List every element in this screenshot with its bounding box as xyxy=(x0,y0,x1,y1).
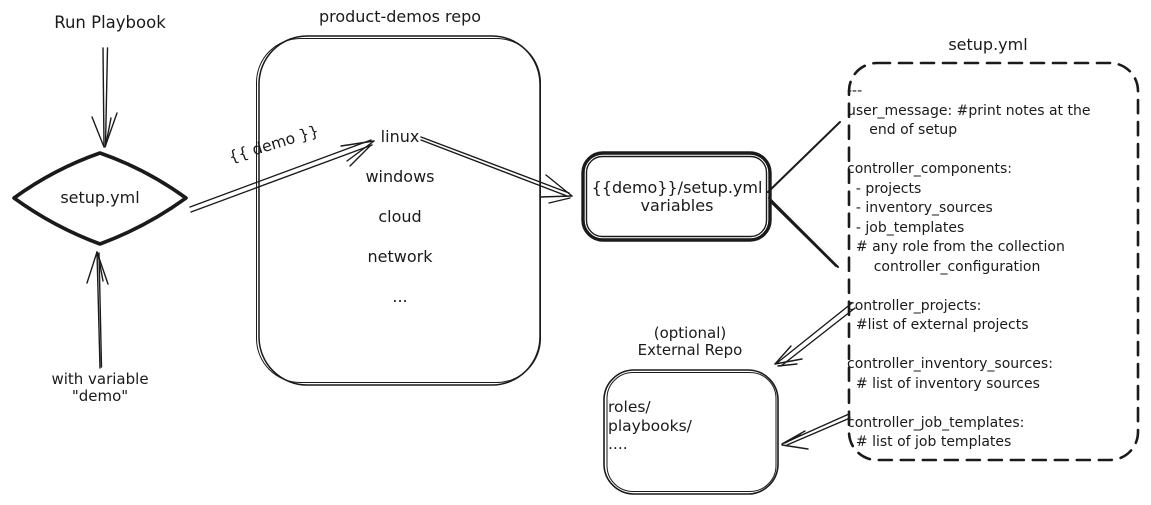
code-line: controller_inventory_sources: xyxy=(847,356,1053,372)
code-line: controller_projects: xyxy=(847,297,982,314)
repo-item-windows: windows xyxy=(365,167,435,186)
variables-box-line1: {{demo}}/setup.yml xyxy=(591,178,763,197)
setup-yml-code-block: --- user_message: #print notes at the en… xyxy=(847,82,1135,453)
with-variable-line1: with variable xyxy=(51,370,149,388)
code-line: - job_templates xyxy=(847,219,965,236)
demo-arrow xyxy=(189,139,375,213)
code-line: controller_components: xyxy=(847,161,1012,177)
external-repo-items: roles/ playbooks/ .... xyxy=(608,398,768,454)
variables-to-setupyml-connector-lower xyxy=(768,197,839,268)
external-repo-item-roles: roles/ xyxy=(608,398,651,416)
code-line: #list of external projects xyxy=(847,317,1029,333)
setupyml-to-external-arrow-lower xyxy=(781,413,851,450)
product-demos-repo-items: linux windows cloud network ... xyxy=(328,117,472,317)
variables-box-label: {{demo}}/setup.yml variables xyxy=(588,178,766,216)
external-repo-item-ellipsis: .... xyxy=(608,435,628,453)
code-line: controller_job_templates: xyxy=(847,414,1025,431)
product-demos-repo-title: product-demos repo xyxy=(318,7,482,26)
run-playbook-arrow xyxy=(91,47,118,148)
code-line: end of setup xyxy=(847,122,958,138)
code-line: - inventory_sources xyxy=(847,200,993,216)
external-repo-shape xyxy=(603,369,779,495)
code-line: controller_configuration xyxy=(847,258,1041,275)
variables-box-shape xyxy=(581,151,772,242)
variables-to-setupyml-connector-upper xyxy=(767,121,841,193)
code-line xyxy=(847,141,1135,161)
product-demos-repo-shape xyxy=(256,35,541,386)
setup-yml-diamond-shape xyxy=(12,151,188,246)
setup-yml-dashed-box-shape xyxy=(847,61,1140,462)
with-variable-arrow xyxy=(86,251,109,369)
code-line xyxy=(847,336,1135,356)
external-repo-title-line1: (optional) xyxy=(653,324,727,342)
with-variable-label: with variable "demo" xyxy=(30,370,170,406)
code-line: # list of inventory sources xyxy=(847,375,1040,392)
repo-item-linux: linux xyxy=(380,127,420,146)
code-line xyxy=(847,394,1135,414)
external-repo-title: (optional) External Repo xyxy=(606,324,774,360)
code-line: --- xyxy=(847,83,863,99)
external-repo-title-line2: External Repo xyxy=(637,341,743,360)
code-line: user_message: #print notes at the xyxy=(847,102,1091,119)
code-line xyxy=(847,277,1135,297)
with-variable-line2: "demo" xyxy=(71,387,129,406)
code-line: # list of job templates xyxy=(847,434,1012,450)
external-repo-item-playbooks: playbooks/ xyxy=(608,416,692,435)
repo-item-network: network xyxy=(367,247,433,266)
setupyml-to-external-arrow-upper xyxy=(774,302,856,367)
run-playbook-label: Run Playbook xyxy=(54,13,166,32)
code-line: # any role from the collection xyxy=(847,239,1065,255)
code-line: - projects xyxy=(847,180,922,197)
setup-yml-box-title: setup.yml xyxy=(948,35,1028,54)
linux-to-variables-arrow xyxy=(420,136,573,204)
repo-item-cloud: cloud xyxy=(378,207,422,226)
repo-item-ellipsis: ... xyxy=(392,287,408,306)
variables-box-line2: variables xyxy=(640,196,714,216)
setup-yml-diamond-label: setup.yml xyxy=(60,188,140,207)
